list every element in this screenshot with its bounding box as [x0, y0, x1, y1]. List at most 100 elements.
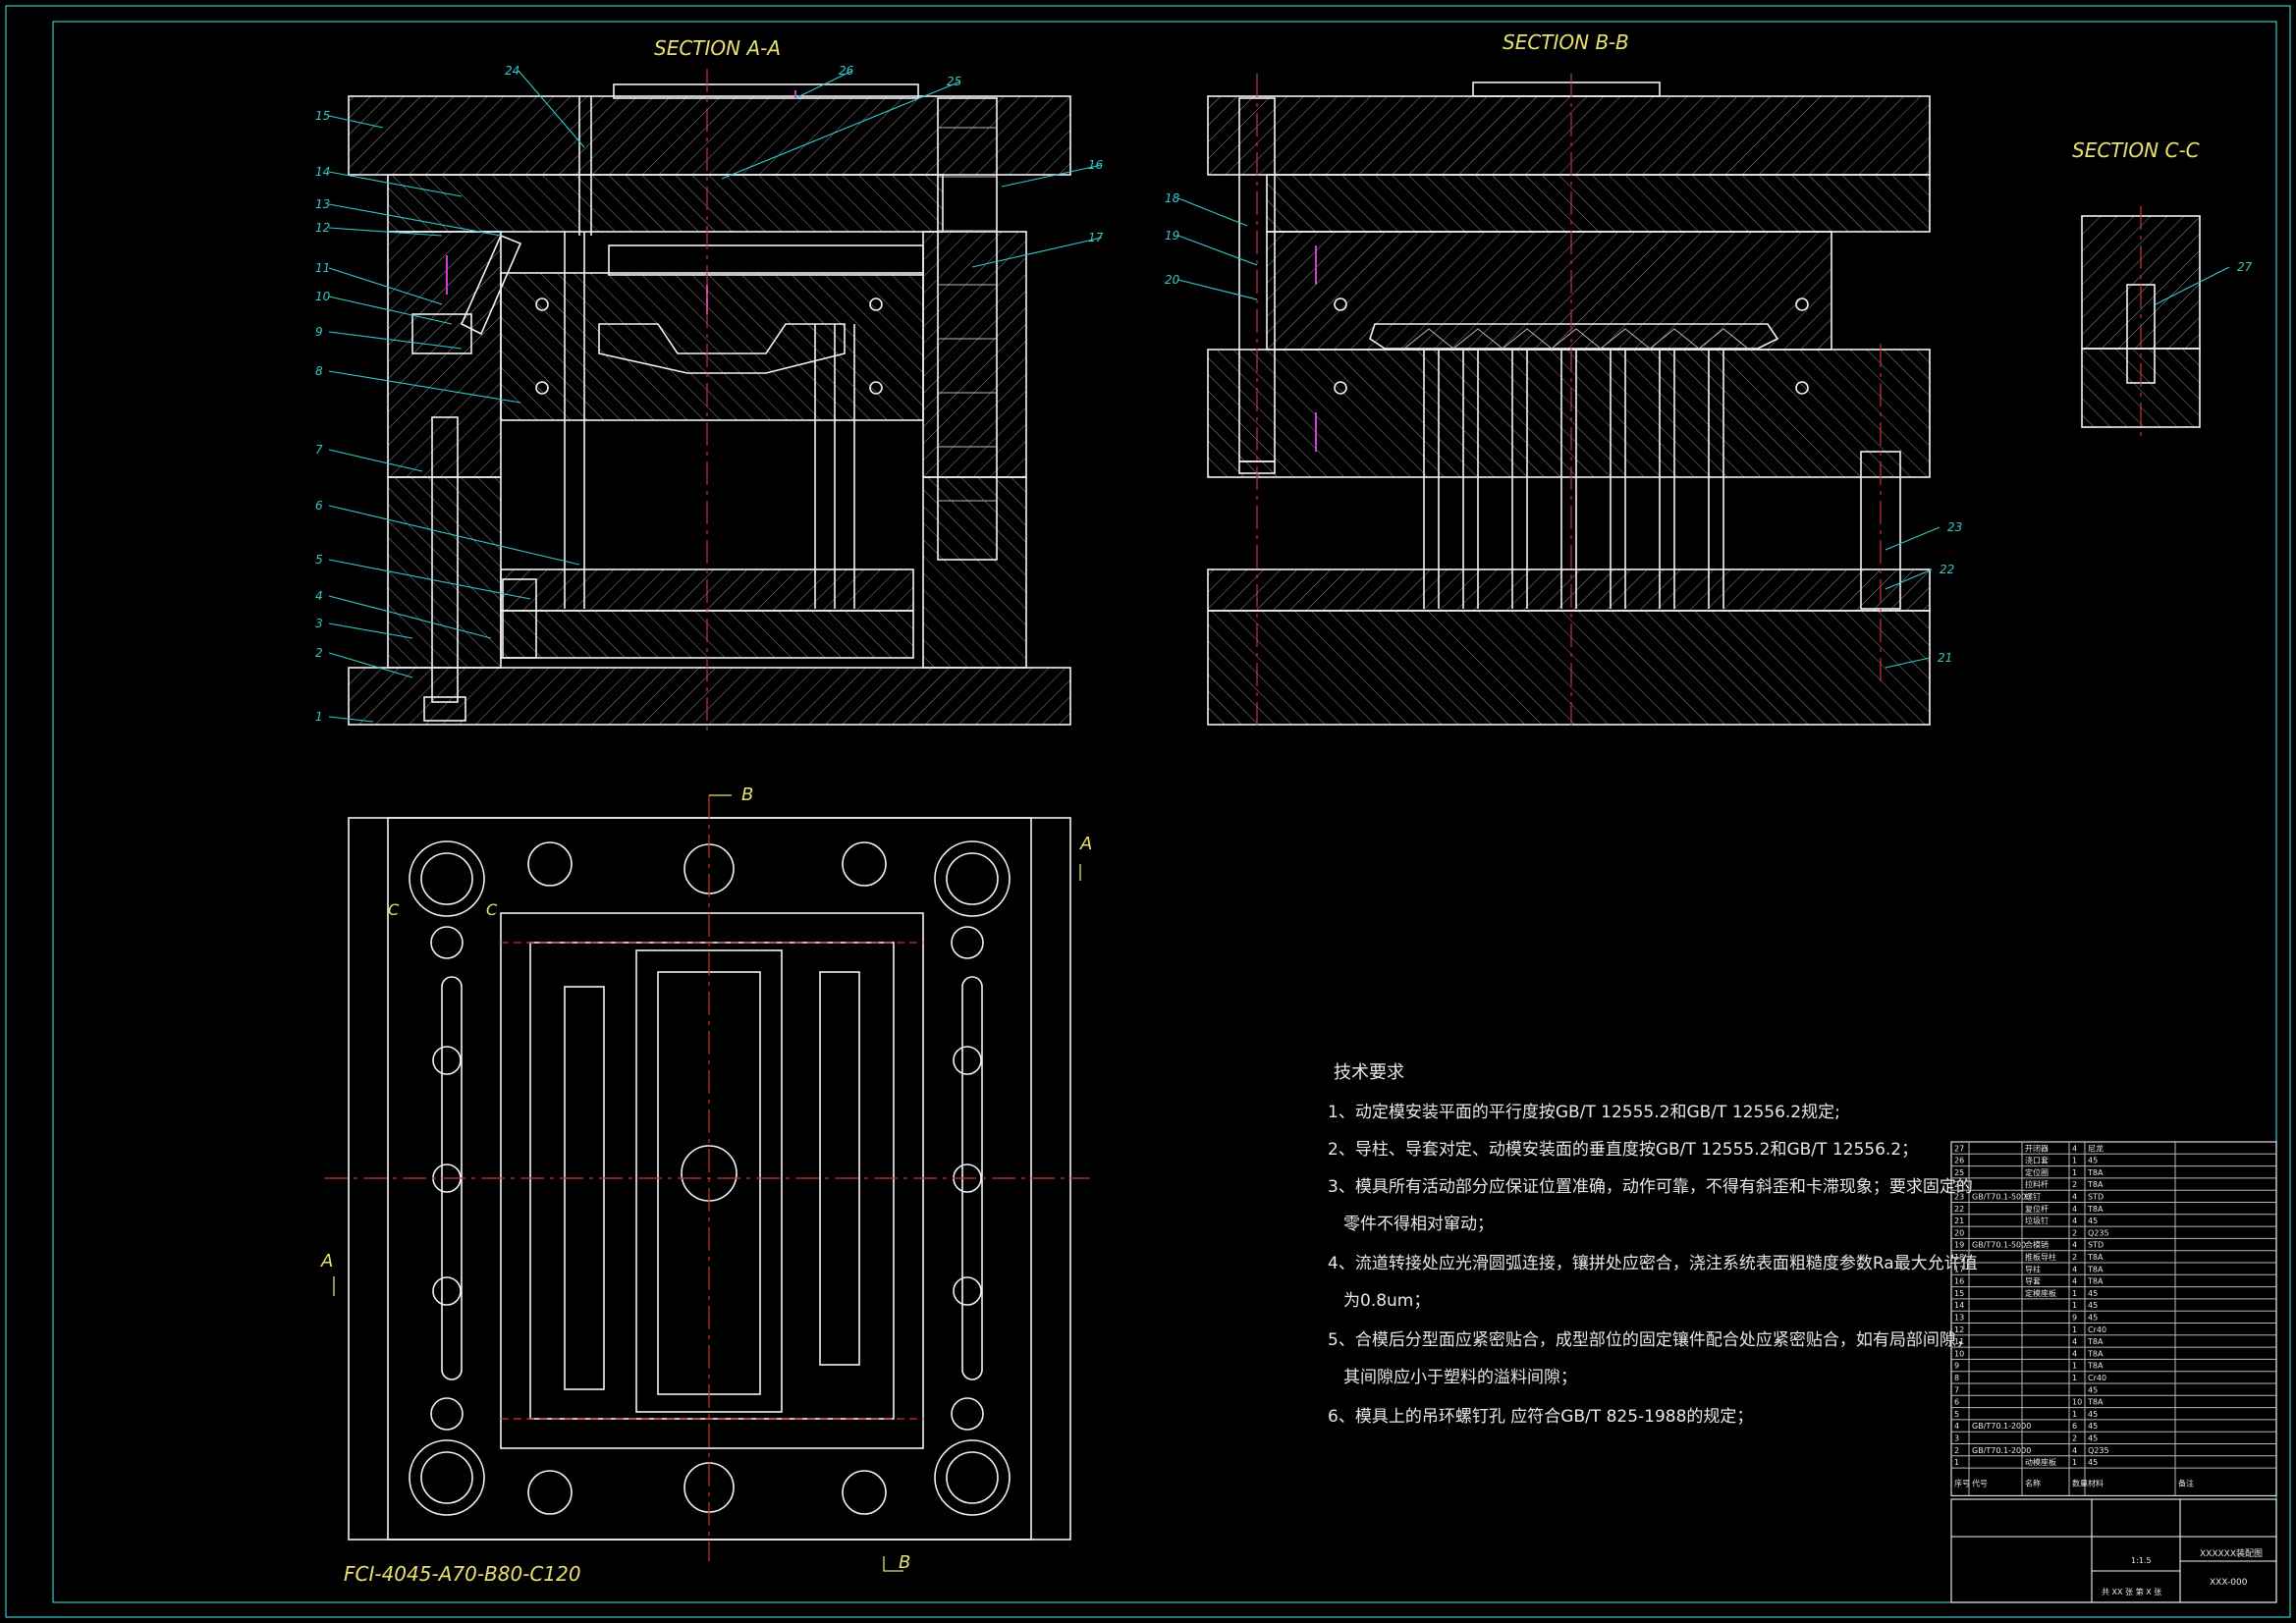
- tech-line-6: 为0.8um；: [1343, 1291, 1430, 1311]
- bom-border: [1950, 1141, 2277, 1496]
- bom-cell: Q235: [2088, 1228, 2109, 1237]
- cut-label-c-right: C: [486, 900, 498, 919]
- bom-cell: 20: [1954, 1228, 1964, 1237]
- plan-view-label: FCI-4045-A70-B80-C120: [344, 1562, 581, 1586]
- bom-cell: 4: [2072, 1205, 2077, 1214]
- bom-header-cell: 代号: [1972, 1478, 1988, 1488]
- bom-cell: 7: [1954, 1385, 1959, 1394]
- bom-cell: 4: [2072, 1144, 2077, 1153]
- bom-cell: T8A: [2087, 1349, 2104, 1358]
- section-cc-title: SECTION C-C: [2072, 138, 2200, 162]
- bom-cell: 15: [1954, 1289, 1964, 1298]
- bom-cell: GB/T70.1-500: [1972, 1193, 2026, 1202]
- bom-cell: 45: [2088, 1157, 2098, 1165]
- balloon-leader: [328, 267, 443, 305]
- bom-header-cell: 名称: [2025, 1478, 2041, 1488]
- cut-label-b-bottom: B: [899, 1552, 910, 1573]
- bom-cell: 1: [2072, 1289, 2077, 1298]
- bom-cell: 14: [1954, 1301, 1964, 1310]
- bom-cell: 4: [2072, 1241, 2077, 1250]
- bom-cell: 动模座板: [2025, 1457, 2056, 1467]
- bom-cell: 4: [2072, 1265, 2077, 1273]
- title-name: XXXXXX装配图: [2200, 1547, 2263, 1559]
- balloon-label: 20: [1165, 273, 1180, 287]
- tech-line-4: 零件不得相对窜动；: [1343, 1215, 1494, 1234]
- bom-cell: 2: [2072, 1228, 2077, 1237]
- balloon-label: 23: [1947, 520, 1962, 534]
- cut-label-b-top: B: [741, 784, 753, 805]
- bom-cell: 17: [1954, 1265, 1964, 1273]
- section-cc-view: SECTION C-C: [2072, 138, 2201, 437]
- bom-cell: 1: [2072, 1157, 2077, 1165]
- bom-cell: 10: [1954, 1349, 1964, 1358]
- bom-cell: STD: [2088, 1241, 2104, 1250]
- bom-cell: 4: [2072, 1277, 2077, 1286]
- bom-cell: 5: [1954, 1410, 1959, 1419]
- cut-label-a-right: A: [1079, 834, 1092, 854]
- balloon-leader: [2155, 266, 2230, 305]
- bom-cell: 4: [1954, 1422, 1959, 1431]
- bom-header-cell: 序号: [1954, 1478, 1970, 1488]
- balloon-leader: [721, 81, 961, 180]
- tech-line-7: 5、合模后分型面应紧密贴合，成型部位的固定镶件配合处应紧密贴合，如有局部间隙，: [1328, 1329, 1973, 1350]
- bom-cell: 尼龙: [2088, 1143, 2104, 1153]
- bom-cell: 23: [1954, 1193, 1964, 1202]
- balloon-leader: [328, 115, 384, 129]
- balloon-label: 21: [1938, 651, 1952, 665]
- bom-cell: 1: [1954, 1458, 1959, 1467]
- balloon-leader: [328, 652, 413, 678]
- bom-cell: 4: [2072, 1337, 2077, 1346]
- bom-cell: 18: [1954, 1253, 1964, 1262]
- bom-header-cell: 数量: [2072, 1478, 2088, 1488]
- section-bb-view: SECTION B-B: [1207, 30, 1931, 731]
- outer-border: [5, 5, 2291, 1618]
- bom-cell: T8A: [2087, 1253, 2104, 1262]
- bom-cell: 2: [2072, 1180, 2077, 1189]
- bom-cell: 合模销: [2025, 1240, 2049, 1250]
- bom-cell: T8A: [2087, 1168, 2104, 1177]
- balloon-label: 27: [2237, 260, 2253, 274]
- bom-cell: 4: [2072, 1217, 2077, 1225]
- balloon-leader: [328, 595, 492, 639]
- tech-line-3: 3、模具所有活动部分应保证位置准确，动作可靠，不得有斜歪和卡滞现象；要求固定的: [1328, 1177, 1973, 1197]
- balloon-label: 19: [1165, 229, 1179, 243]
- bom-cell: 4: [2072, 1349, 2077, 1358]
- bom-cell: 45: [2088, 1410, 2098, 1419]
- bom-cell: 27: [1954, 1144, 1964, 1153]
- balloon-label: 26: [839, 64, 854, 78]
- bom-cell: 26: [1954, 1157, 1964, 1165]
- bom-cell: 2: [2072, 1434, 2077, 1443]
- tech-line-1: 1、动定模安装平面的平行度按GB/T 12555.2和GB/T 12556.2规…: [1328, 1103, 1840, 1122]
- balloon-leader: [328, 203, 502, 237]
- balloon-leader: [1885, 526, 1941, 551]
- balloon-leader: [1885, 568, 1933, 590]
- balloon-label: 24: [505, 64, 519, 78]
- bom-cell: 45: [2088, 1289, 2098, 1298]
- balloon-label: 4: [315, 589, 323, 603]
- bom-header-cell: 备注: [2178, 1478, 2194, 1488]
- bom-cell: 45: [2088, 1458, 2098, 1467]
- bom-cell: 19: [1954, 1241, 1964, 1250]
- balloon-leader: [1177, 235, 1258, 266]
- cut-label-a-left: A: [320, 1251, 333, 1271]
- bom-cell: 螺钉: [2025, 1192, 2041, 1202]
- bom-cell: 4: [2072, 1446, 2077, 1455]
- bom-cell: 45: [2088, 1385, 2098, 1394]
- tech-line-8: 其间隙应小于塑料的溢料间隙；: [1343, 1368, 1577, 1387]
- balloon-leader: [1885, 657, 1931, 669]
- balloon-label: 10: [315, 290, 331, 303]
- bom-cell: 拉料杆: [2025, 1179, 2049, 1189]
- balloon-label: 3: [315, 617, 323, 630]
- plan-view: B B A A C C FCI-4045-A70-B80-C120: [320, 784, 1092, 1586]
- bom-cell: GB/T70.1-2000: [1972, 1422, 2031, 1431]
- bom-cell: 浇口套: [2025, 1156, 2049, 1165]
- bom-cell: GB/T70.1-500: [1972, 1241, 2026, 1250]
- balloon-leader: [971, 237, 1103, 268]
- bom-cell: T8A: [2087, 1265, 2104, 1273]
- bom-cell: 1: [2072, 1362, 2077, 1371]
- bom-cell: 45: [2088, 1422, 2098, 1431]
- bom-cell: T8A: [2087, 1337, 2104, 1346]
- bom-cell: Q235: [2088, 1446, 2109, 1455]
